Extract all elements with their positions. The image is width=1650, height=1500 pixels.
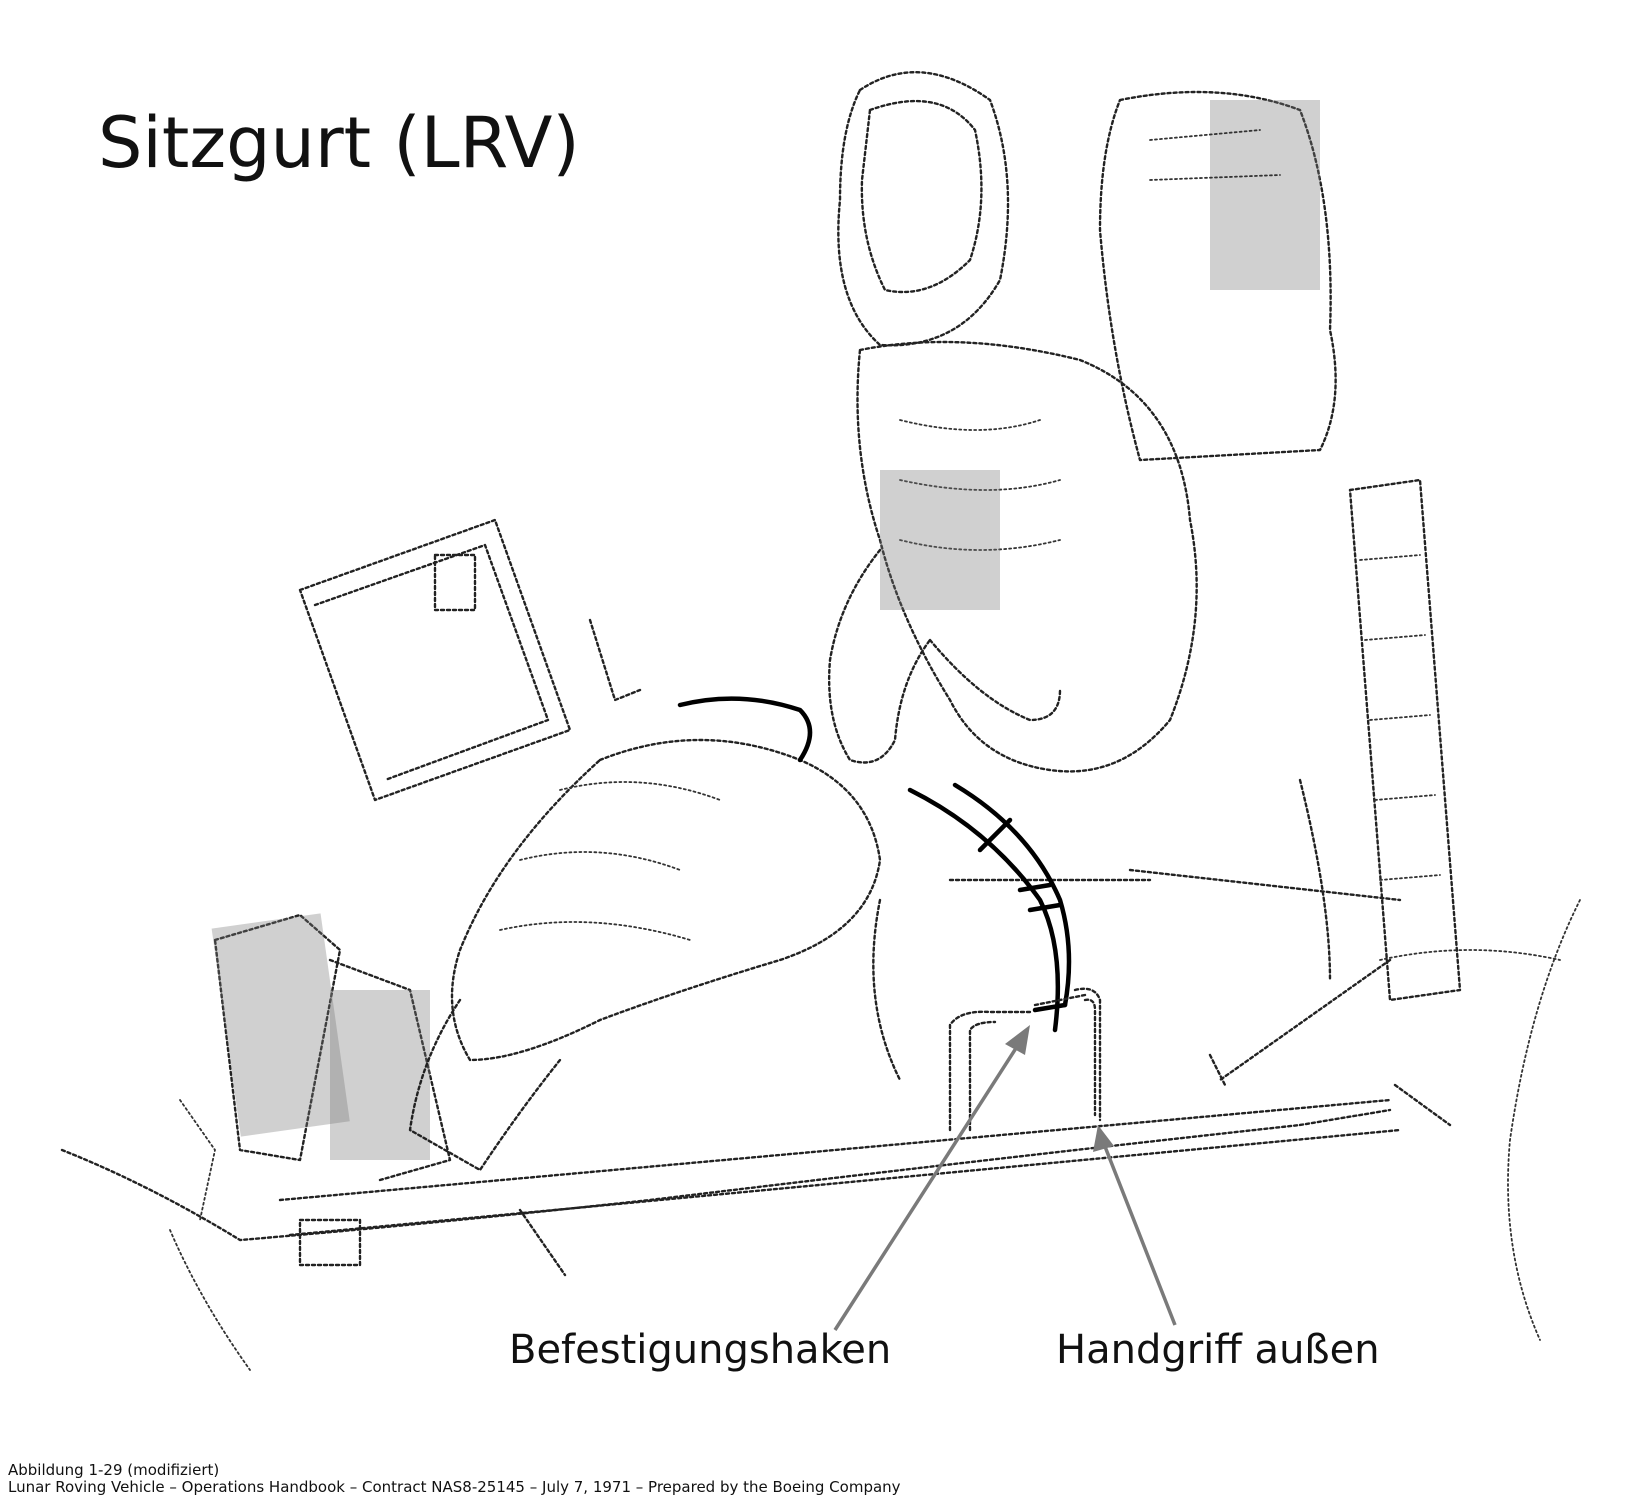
source-citation: Lunar Roving Vehicle – Operations Handbo… xyxy=(8,1478,901,1496)
hook-pointer xyxy=(833,1041,1022,1331)
seat-belt xyxy=(677,696,1072,1033)
seat-handle-brackets xyxy=(948,987,1102,1132)
figure-number: Abbildung 1-29 (modifiziert) xyxy=(8,1461,220,1479)
callout-arrows xyxy=(833,1025,1177,1331)
footrest xyxy=(179,913,452,1221)
figure-title: Sitzgurt (LRV) xyxy=(98,102,580,184)
vehicle-chassis xyxy=(60,899,1581,1371)
callout-label-handle: Handgriff außen xyxy=(1056,1327,1380,1373)
handle-pointer xyxy=(1102,1143,1177,1326)
control-console xyxy=(298,518,642,802)
callout-label-hook: Befestigungshaken xyxy=(509,1327,892,1373)
astronaut-figure xyxy=(408,71,1462,1172)
